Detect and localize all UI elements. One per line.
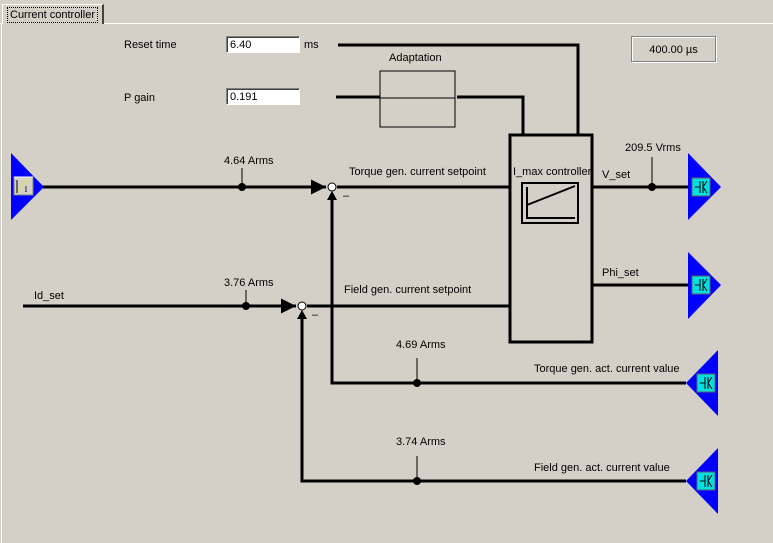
- torque-junction-sign: –: [343, 190, 350, 202]
- v-set-value: 209.5 Vrms: [625, 142, 681, 154]
- v-set-wire: [592, 157, 690, 191]
- field-summing-junction: [297, 301, 307, 311]
- field-actual-value: 3.74 Arms: [396, 436, 446, 448]
- torque-actual-probe[interactable]: [413, 379, 421, 387]
- tab-current-controller[interactable]: Current controller: [2, 4, 104, 24]
- torque-actual-wire: [327, 191, 686, 387]
- connector-link-icon[interactable]: [696, 373, 716, 393]
- sampling-time-readout: 400.00 µs: [631, 36, 716, 62]
- field-setpoint-value: 3.76 Arms: [224, 277, 274, 289]
- connector-link-icon[interactable]: [691, 177, 711, 197]
- connector-link-icon[interactable]: [696, 471, 716, 491]
- phi-set-label: Phi_set: [602, 267, 639, 279]
- torque-setpoint-value: 4.64 Arms: [224, 155, 274, 167]
- field-actual-wire: [297, 310, 686, 485]
- tab-label: Current controller: [7, 7, 98, 23]
- adaptation-label: Adaptation: [389, 52, 442, 64]
- reset-time-label: Reset time: [124, 39, 177, 51]
- panel-border-top: [0, 23, 773, 24]
- phi-set-output-connector[interactable]: [688, 252, 721, 319]
- imax-controller-block[interactable]: [508, 133, 594, 344]
- torque-actual-label: Torque gen. act. current value: [534, 363, 680, 375]
- imax-controller-label: I_max controller: [513, 166, 592, 178]
- field-setpoint-probe[interactable]: [242, 302, 250, 310]
- reset-time-unit: ms: [304, 39, 319, 51]
- torque-summing-junction: [327, 182, 337, 192]
- field-setpoint-label: Field gen. current setpoint: [344, 284, 472, 296]
- setpoint-ramp-icon[interactable]: I: [13, 176, 34, 196]
- torque-setpoint-probe[interactable]: [238, 183, 246, 191]
- p-gain-wire: [336, 95, 525, 135]
- field-actual-input-connector[interactable]: [686, 448, 718, 514]
- torque-actual-value: 4.69 Arms: [396, 339, 446, 351]
- field-actual-probe[interactable]: [413, 477, 421, 485]
- v-set-output-connector[interactable]: [688, 153, 721, 220]
- tab-strip: Current controller: [0, 0, 773, 24]
- field-setpoint-wire: [23, 290, 510, 314]
- panel-border-left: [1, 24, 2, 543]
- torque-actual-input-connector[interactable]: [686, 350, 718, 416]
- field-actual-label: Field gen. act. current value: [534, 462, 670, 474]
- p-gain-label: P gain: [124, 92, 155, 104]
- id-set-label: Id_set: [34, 290, 64, 302]
- v-set-probe[interactable]: [648, 183, 656, 191]
- connector-link-icon[interactable]: [691, 275, 711, 295]
- reset-time-wire: [338, 43, 580, 135]
- field-junction-sign: –: [312, 309, 319, 321]
- svg-text:I: I: [25, 185, 28, 194]
- adaptation-block[interactable]: [379, 70, 456, 128]
- p-gain-input[interactable]: [226, 88, 300, 105]
- v-set-label: V_set: [602, 169, 631, 181]
- torque-setpoint-wire: [40, 168, 510, 195]
- reset-time-input[interactable]: [226, 36, 300, 53]
- torque-setpoint-label: Torque gen. current setpoint: [349, 166, 486, 178]
- torque-setpoint-input-connector[interactable]: I: [11, 153, 44, 220]
